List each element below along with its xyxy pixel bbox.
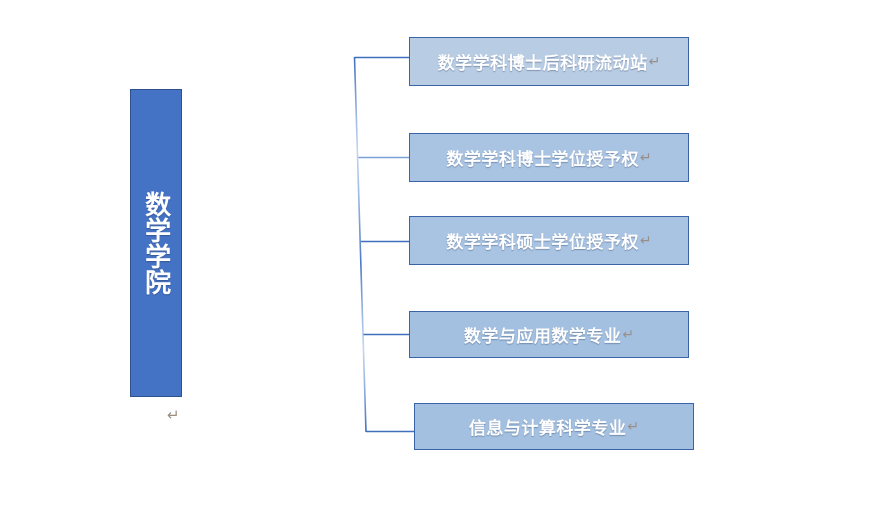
node-label: 数学与应用数学专业 <box>463 327 622 346</box>
connector-spine <box>353 56 367 433</box>
node-label: 数学学科博士学位授予权 <box>446 150 639 169</box>
return-mark: ↵ <box>627 418 640 434</box>
return-mark: ↵ <box>639 232 652 248</box>
node-root-school-of-mathematics[interactable]: 数学学院 ↵ <box>130 89 182 423</box>
return-mark: ↵ <box>622 326 635 342</box>
node-label: 信息与计算科学专业 <box>468 419 627 438</box>
node-math-and-applied-math-major[interactable]: 数学与应用数学专业 ↵ <box>409 311 689 358</box>
node-label: 数学学科硕士学位授予权 <box>446 233 639 252</box>
node-doctoral-degree-authorization[interactable]: 数学学科博士学位授予权 ↵ <box>409 133 689 182</box>
node-label: 数学学科博士后科研流动站 <box>437 54 648 73</box>
node-postdoctoral-station[interactable]: 数学学科博士后科研流动站 ↵ <box>409 37 689 86</box>
node-information-and-computing-science-major[interactable]: 信息与计算科学专业 ↵ <box>414 403 694 450</box>
root-return-mark: ↵ <box>167 407 180 424</box>
return-mark: ↵ <box>648 53 661 69</box>
return-mark: ↵ <box>639 149 652 165</box>
node-master-degree-authorization[interactable]: 数学学科硕士学位授予权 ↵ <box>409 216 689 265</box>
root-node-label: 数学学院 <box>141 191 172 295</box>
